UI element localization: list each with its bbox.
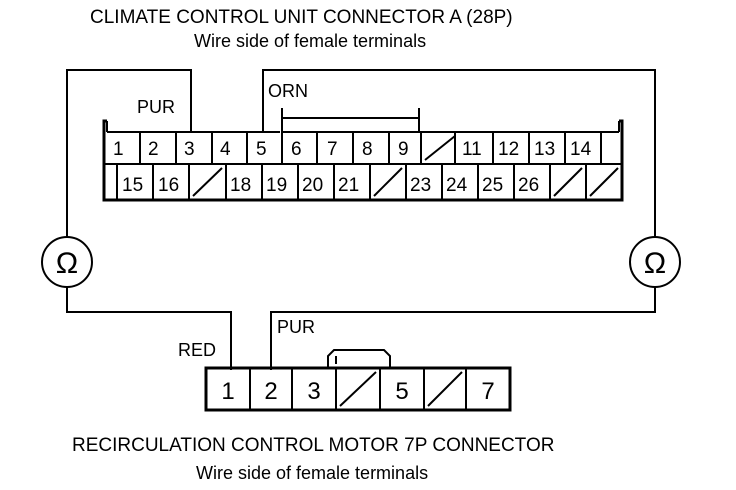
- left-ohm-symbol: Ω: [56, 247, 78, 280]
- right-ohmmeter: Ω: [629, 236, 681, 288]
- blank-slot-slash: [424, 135, 456, 161]
- wire-label-red: RED: [178, 340, 216, 360]
- pin-m1: 1: [221, 378, 234, 405]
- pin-m3: 3: [307, 378, 320, 405]
- pin-a16: 16: [158, 175, 179, 196]
- wire-label-pur-top: PUR: [137, 97, 175, 117]
- motor-connector: 1 2 3 5 7: [204, 349, 512, 412]
- pin-a3: 3: [184, 139, 195, 160]
- pin-a14: 14: [570, 139, 592, 160]
- motor-connector-subtitle: Wire side of female terminals: [196, 463, 428, 483]
- wire-label-pur-bottom: PUR: [277, 317, 315, 337]
- pin-a24: 24: [446, 175, 468, 196]
- left-ohmmeter: Ω: [41, 236, 93, 288]
- connector-a-row1: 1 2 3 4 5 6 7 8 9 11 12 13 14: [113, 139, 592, 160]
- pin-a12: 12: [498, 139, 519, 160]
- pin-m5: 5: [395, 378, 408, 405]
- blank-slot-slash: [553, 167, 583, 197]
- motor-connector-title: RECIRCULATION CONTROL MOTOR 7P CONNECTOR: [72, 435, 554, 456]
- pin-a8: 8: [362, 139, 373, 160]
- pin-a21: 21: [338, 175, 359, 196]
- pin-a13: 13: [534, 139, 555, 160]
- pin-a18: 18: [230, 175, 251, 196]
- connector-a-title: CLIMATE CONTROL UNIT CONNECTOR A (28P): [90, 7, 513, 28]
- pin-a26: 26: [518, 175, 539, 196]
- test-wires: [66, 69, 656, 370]
- wire-label-orn: ORN: [268, 81, 308, 101]
- blank-slot-slash: [373, 167, 403, 197]
- pin-a2: 2: [148, 139, 159, 160]
- pin-a7: 7: [327, 139, 338, 160]
- pin-a20: 20: [302, 175, 323, 196]
- right-ohm-symbol: Ω: [644, 247, 666, 280]
- pin-a4: 4: [220, 139, 231, 160]
- blank-slot-slash: [192, 167, 223, 197]
- connector-a: [102, 108, 624, 202]
- pin-a1: 1: [113, 139, 124, 160]
- pin-a5: 5: [256, 139, 267, 160]
- pin-a25: 25: [482, 175, 503, 196]
- pin-a23: 23: [410, 175, 431, 196]
- pin-a11: 11: [462, 139, 482, 160]
- blank-slot-slash: [589, 167, 619, 197]
- connector-a-row2: 15 16 18 19 20 21 23 24 25 26: [122, 175, 539, 196]
- pin-m2: 2: [264, 378, 277, 405]
- pin-a15: 15: [122, 175, 143, 196]
- connector-a-subtitle: Wire side of female terminals: [194, 31, 426, 51]
- pin-m7: 7: [481, 378, 494, 405]
- pin-a9: 9: [398, 139, 409, 160]
- pin-a6: 6: [291, 139, 302, 160]
- pin-a19: 19: [266, 175, 287, 196]
